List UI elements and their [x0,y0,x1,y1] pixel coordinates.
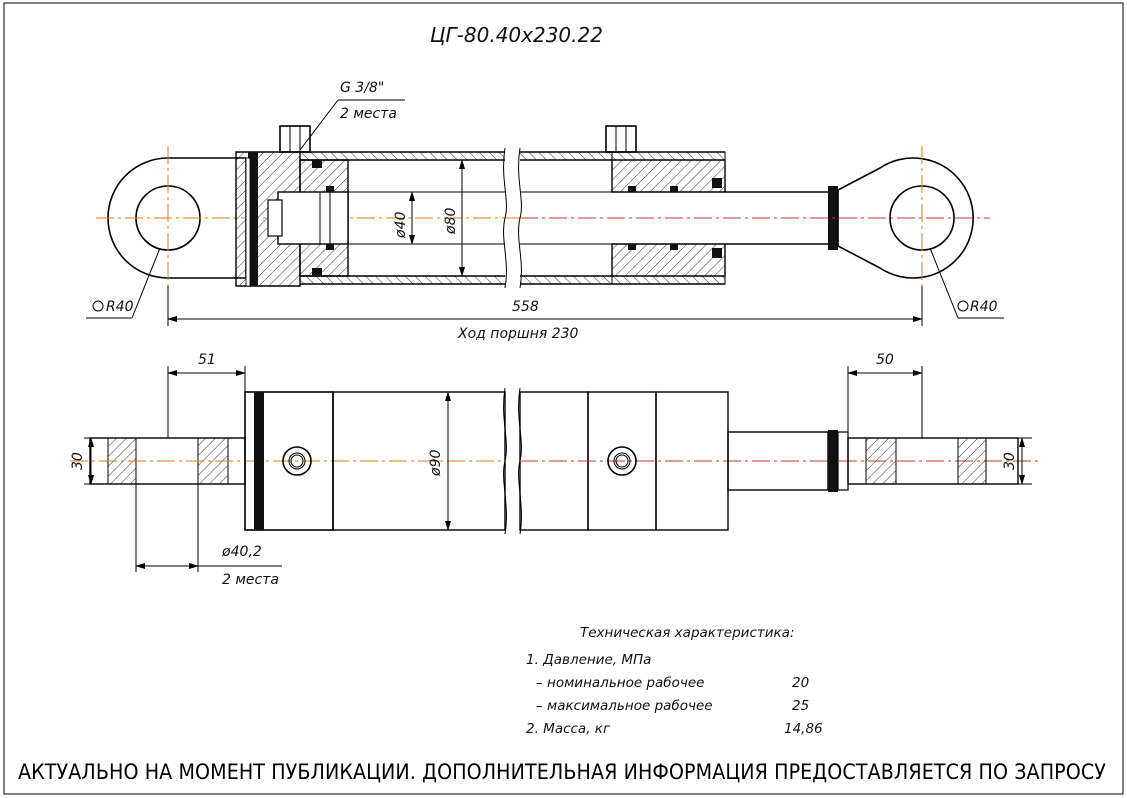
left-eye-outline [107,157,247,279]
drawing-title: ЦГ-80.40х230.22 [430,23,603,47]
spec-row-value: 20 [792,675,809,691]
specs-heading: Техническая характеристика: [580,625,795,641]
spec-row-label: 2. Масса, кг [526,721,611,737]
eye-thickness-left-label: 30 [70,452,86,470]
stroke-label: Ход поршня 230 [457,326,579,342]
spec-row-label: – максимальное рабочее [536,698,713,714]
cylinder-section-view: G 3/8" 2 места ø40 ø80 R40 R40 558 Ход п… [86,80,1004,342]
rod-diameter-label: ø40 [393,212,409,239]
sheet-frame [3,2,1124,795]
spec-row-label: 1. Давление, МПа [526,652,651,668]
footer-notice: АКТУАЛЬНО НА МОМЕНТ ПУБЛИКАЦИИ. ДОПОЛНИТ… [18,760,1106,784]
right-port-top [607,446,637,476]
technical-specs: Техническая характеристика: 1. Давление,… [526,625,823,737]
eye-width-left-label: 51 [198,352,216,368]
eye-thickness-right-label: 30 [1002,452,1018,470]
right-eye-side-hatch-a [865,437,897,485]
overall-length-label: 558 [512,299,539,315]
right-eye-side-hatch-b [957,437,987,485]
pin-hole-label: ø40,2 [221,544,262,560]
spec-row-value: 14,86 [784,721,823,737]
cylinder-external-view: 51 50 30 30 ø90 ø40,2 2 места [70,352,1040,588]
radius-right-label: R40 [970,299,998,315]
spec-row-value: 25 [792,698,809,714]
right-eye-outline [837,157,974,279]
thread-label: G 3/8" [340,80,384,96]
bore-diameter-label: ø80 [443,208,459,235]
spec-row-label: – номинальное рабочее [536,675,704,691]
outer-diameter-label: ø90 [428,450,444,477]
left-cap-ring [248,152,258,286]
left-port-fitting [279,125,311,153]
pin-hole-qty-label: 2 места [222,572,279,588]
left-port-top [282,446,312,476]
eye-width-right-label: 50 [876,352,894,368]
radius-left-label: R40 [106,299,134,315]
rod-band-side [828,430,838,492]
right-port-fitting [605,125,637,153]
thread-qty-label: 2 места [340,106,397,122]
left-cap-band [254,392,264,530]
